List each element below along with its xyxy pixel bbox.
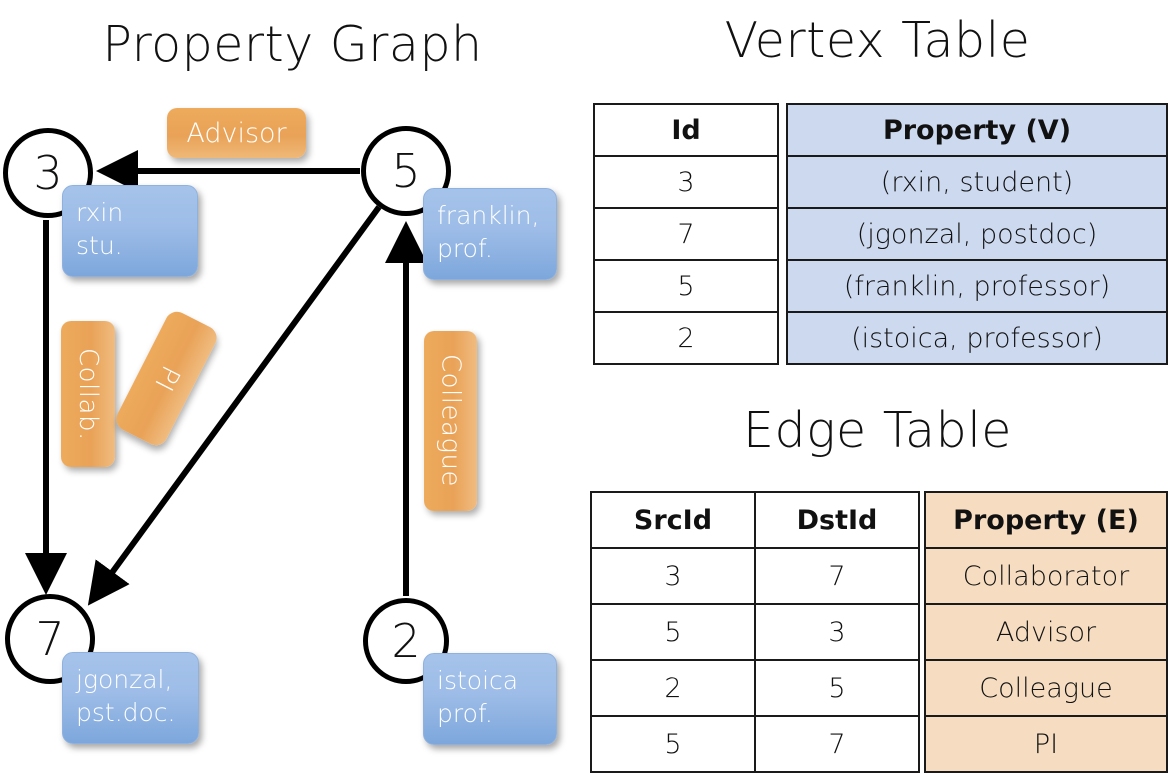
graph-node-2-property-line1: istoica bbox=[437, 666, 519, 695]
table-row: 5 7 bbox=[590, 715, 921, 773]
graph-edge-label-colleague: Colleague bbox=[424, 331, 477, 511]
graph-node-3-property-line2: stu. bbox=[76, 231, 123, 260]
table-row: (franklin, professor) bbox=[786, 259, 1168, 313]
graph-node-3-property-line1: rxin bbox=[76, 198, 124, 227]
table-row: 2 5 bbox=[590, 659, 921, 717]
vertex-row-0-id: 3 bbox=[593, 155, 779, 209]
vertex-table-property-column: Property (V) (rxin, student) (jgonzal, p… bbox=[786, 103, 1168, 365]
graph-node-5-property-line2: prof. bbox=[437, 234, 493, 263]
edge-row-3-property: PI bbox=[924, 715, 1168, 773]
table-row: (istoica, professor) bbox=[786, 311, 1168, 365]
table-row: 2 bbox=[593, 311, 779, 365]
edge-row-3-dst: 7 bbox=[753, 715, 921, 773]
edge-row-1-src: 5 bbox=[590, 603, 756, 661]
edge-row-1-property: Advisor bbox=[924, 603, 1168, 661]
graph-node-2-label: 2 bbox=[391, 614, 421, 668]
edge-table-col-dstid: DstId bbox=[753, 491, 921, 549]
table-row: Collaborator bbox=[924, 547, 1168, 605]
vertex-row-2-id: 5 bbox=[593, 259, 779, 313]
table-row: 5 3 bbox=[590, 603, 921, 661]
edge-table-id-columns: SrcId DstId 3 7 5 3 2 5 5 7 bbox=[590, 491, 921, 773]
edge-table-col-srcid: SrcId bbox=[590, 491, 756, 549]
property-graph-diagram: 3 5 7 2 rxin stu. franklin, prof. jgonza… bbox=[0, 0, 585, 760]
graph-node-2-property-line2: prof. bbox=[437, 699, 493, 728]
graph-node-7-property-line2: pst.doc. bbox=[76, 698, 176, 727]
table-row: (jgonzal, postdoc) bbox=[786, 207, 1168, 261]
graph-node-3-label: 3 bbox=[33, 146, 63, 200]
graph-edges-svg bbox=[25, 150, 427, 606]
graph-edge-label-advisor: Advisor bbox=[167, 108, 306, 158]
edge-row-2-property: Colleague bbox=[924, 659, 1168, 717]
page-title-property-graph: Property Graph bbox=[102, 16, 483, 73]
graph-edge-label-collab: Collab. bbox=[61, 321, 115, 467]
graph-node-5-property-line1: franklin, bbox=[437, 201, 540, 230]
vertex-row-1-property: (jgonzal, postdoc) bbox=[786, 207, 1168, 261]
page-title-edge-table: Edge Table bbox=[743, 402, 1012, 459]
table-header-row: Id bbox=[593, 103, 779, 157]
graph-node-7-property-box: jgonzal, pst.doc. bbox=[62, 652, 199, 744]
table-row: 3 7 bbox=[590, 547, 921, 605]
table-header-row: SrcId DstId bbox=[590, 491, 921, 549]
vertex-row-3-property: (istoica, professor) bbox=[786, 311, 1168, 365]
graph-edge-label-advisor-text: Advisor bbox=[186, 117, 287, 149]
table-row: Advisor bbox=[924, 603, 1168, 661]
graph-edge-label-pi-text: PI bbox=[147, 360, 186, 397]
graph-node-3-property-box: rxin stu. bbox=[62, 185, 198, 277]
table-header-row: Property (V) bbox=[786, 103, 1168, 157]
table-row: Colleague bbox=[924, 659, 1168, 717]
graph-node-5-property-box: franklin, prof. bbox=[423, 188, 557, 280]
edge-row-3-src: 5 bbox=[590, 715, 756, 773]
vertex-table-col-id: Id bbox=[593, 103, 779, 157]
table-row: (rxin, student) bbox=[786, 155, 1168, 209]
vertex-table-id-column: Id 3 7 5 2 bbox=[593, 103, 779, 365]
edge-row-0-src: 3 bbox=[590, 547, 756, 605]
table-row: 5 bbox=[593, 259, 779, 313]
vertex-row-1-id: 7 bbox=[593, 207, 779, 261]
edge-table-col-property: Property (E) bbox=[924, 491, 1168, 549]
vertex-row-0-property: (rxin, student) bbox=[786, 155, 1168, 209]
edge-row-1-dst: 3 bbox=[753, 603, 921, 661]
vertex-row-3-id: 2 bbox=[593, 311, 779, 365]
page-title-vertex-table: Vertex Table bbox=[724, 12, 1031, 69]
graph-node-7-label: 7 bbox=[35, 612, 65, 666]
graph-node-2-property-box: istoica prof. bbox=[423, 653, 557, 745]
graph-node-5[interactable]: 5 bbox=[361, 126, 451, 216]
vertex-row-2-property: (franklin, professor) bbox=[786, 259, 1168, 313]
graph-node-2[interactable]: 2 bbox=[363, 598, 449, 684]
edge-table-property-column: Property (E) Collaborator Advisor Collea… bbox=[924, 491, 1168, 773]
edge-row-0-property: Collaborator bbox=[924, 547, 1168, 605]
table-row: 7 bbox=[593, 207, 779, 261]
graph-edge-label-colleague-text: Colleague bbox=[435, 354, 466, 488]
graph-edge-5-to-7 bbox=[87, 205, 382, 606]
graph-node-7-property-line1: jgonzal, bbox=[76, 665, 173, 694]
table-row: PI bbox=[924, 715, 1168, 773]
edge-row-2-src: 2 bbox=[590, 659, 756, 717]
table-row: 3 bbox=[593, 155, 779, 209]
vertex-table-col-property: Property (V) bbox=[786, 103, 1168, 157]
edge-row-0-dst: 7 bbox=[753, 547, 921, 605]
graph-node-5-label: 5 bbox=[391, 144, 421, 198]
graph-edge-label-collab-text: Collab. bbox=[73, 347, 103, 441]
edge-row-2-dst: 5 bbox=[753, 659, 921, 717]
table-header-row: Property (E) bbox=[924, 491, 1168, 549]
